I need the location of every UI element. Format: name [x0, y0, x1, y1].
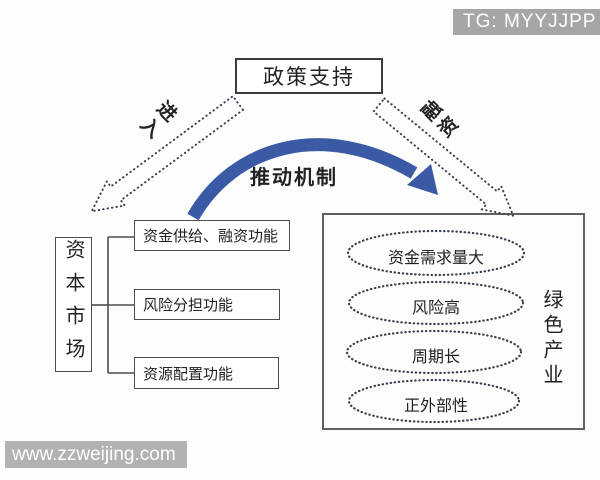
- function-box-resource-allocation: 资源配置功能: [134, 357, 279, 389]
- policy-support-label: 政策支持: [263, 66, 355, 89]
- trait-label-positive-externality: 正外部性: [403, 398, 468, 415]
- policy-support-box: 政策支持: [235, 58, 383, 94]
- trait-label-high-risk: 风险高: [411, 300, 460, 317]
- tg-badge: TG: MYYJJPP: [453, 9, 600, 35]
- watermark: www.zzweijing.com: [5, 441, 187, 468]
- capital-market-label: 资本市场: [62, 238, 84, 371]
- capital-market-box: 资本市场: [55, 237, 92, 372]
- trait-label-capital-demand: 资金需求量大: [387, 250, 484, 267]
- financing-label: 融资: [415, 97, 464, 145]
- trait-label-long-cycle: 周期长: [411, 349, 460, 366]
- bracket-lines: [92, 236, 134, 374]
- entry-label: 进入: [132, 95, 181, 143]
- push-mechanism-label: 推动机制: [250, 167, 338, 189]
- function-box-risk-sharing: 风险分担功能: [134, 289, 280, 320]
- green-industry-label: 绿色产业: [540, 289, 562, 389]
- function-box-supply: 资金供给、融资功能: [134, 220, 290, 251]
